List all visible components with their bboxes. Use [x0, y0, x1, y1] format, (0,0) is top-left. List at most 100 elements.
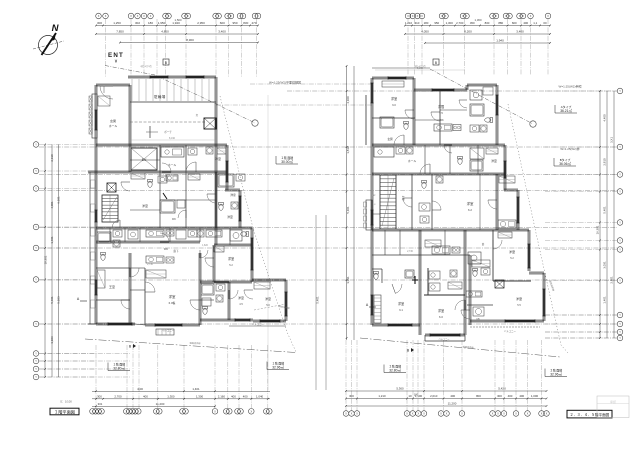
svg-text:X: X: [440, 413, 442, 416]
svg-text:X: X: [412, 413, 414, 416]
svg-text:W=1:25(W2)平面詳細図: W=1:25(W2)平面詳細図: [269, 80, 301, 85]
svg-text:1,210: 1,210: [378, 394, 386, 398]
svg-text:450: 450: [470, 21, 475, 25]
svg-text:Y: Y: [35, 188, 37, 191]
svg-text:3,400: 3,400: [516, 30, 524, 34]
svg-text:4,400: 4,400: [603, 114, 607, 122]
svg-text:6.2: 6.2: [468, 208, 472, 212]
svg-text:Aタイプ: Aタイプ: [561, 104, 572, 109]
svg-text:300: 300: [349, 394, 354, 398]
svg-text:1,940: 1,940: [172, 21, 180, 25]
svg-text:X: X: [417, 15, 419, 18]
svg-text:5.2: 5.2: [510, 256, 514, 260]
svg-text:8,200: 8,200: [464, 30, 472, 34]
svg-text:隣地境界線: 隣地境界線: [278, 304, 290, 310]
svg-text:1,360: 1,360: [475, 18, 482, 22]
svg-text:5.0: 5.0: [266, 303, 270, 307]
svg-text:S：1/100: S：1/100: [60, 400, 72, 404]
svg-text:X: X: [441, 15, 443, 18]
svg-text:１階平面図: １階平面図: [54, 408, 75, 415]
svg-text:X: X: [497, 413, 499, 416]
svg-text:X: X: [158, 410, 160, 413]
svg-text:600: 600: [220, 21, 225, 25]
svg-text:1,300: 1,300: [446, 21, 454, 25]
svg-text:Y: Y: [35, 376, 37, 379]
svg-text:400: 400: [519, 394, 524, 398]
svg-text:B: B: [165, 61, 167, 65]
svg-text:36.21㎡: 36.21㎡: [560, 108, 572, 113]
svg-text:X: X: [184, 15, 186, 18]
svg-text:301: 301: [98, 402, 103, 406]
svg-text:∨: ∨: [114, 59, 118, 65]
svg-text:32.80㎡: 32.80㎡: [113, 365, 125, 370]
svg-text:1,100: 1,100: [415, 394, 423, 398]
svg-text:X: X: [187, 15, 189, 18]
svg-text:Y: Y: [619, 146, 621, 149]
svg-text:X: X: [421, 15, 423, 18]
svg-text:6.0: 6.0: [439, 315, 443, 319]
svg-text:600: 600: [512, 21, 517, 25]
svg-text:8,190: 8,190: [169, 137, 176, 140]
svg-text:Bタイプ: Bタイプ: [560, 157, 571, 162]
svg-text:4,00: 4,00: [137, 387, 143, 391]
svg-text:Y: Y: [619, 90, 621, 93]
svg-text:２階 面積: ２階 面積: [550, 368, 562, 373]
svg-text:2,160: 2,160: [218, 395, 226, 399]
svg-text:玄関: 玄関: [387, 137, 393, 141]
svg-text:6.0: 6.0: [392, 103, 396, 107]
svg-text:玄関: 玄関: [110, 118, 116, 123]
svg-text:2,700: 2,700: [114, 395, 122, 399]
svg-text:X: X: [541, 413, 543, 416]
svg-text:4段×4が3台: 4段×4が3台: [140, 64, 152, 68]
svg-text:1,210: 1,210: [405, 21, 413, 25]
svg-text:1,1: 1,1: [533, 21, 537, 25]
svg-text:１階 面積: １階 面積: [113, 362, 125, 367]
svg-text:7.5: 7.5: [439, 111, 443, 115]
svg-text:1,250: 1,250: [113, 21, 121, 25]
svg-text:B: B: [407, 349, 410, 353]
svg-text:4,050: 4,050: [421, 30, 429, 34]
svg-text:1,820: 1,820: [202, 245, 208, 247]
svg-text:3,X1: 3,X1: [610, 137, 614, 143]
svg-text:隣地境界線: 隣地境界線: [548, 280, 556, 292]
svg-text:X: X: [461, 413, 463, 416]
svg-text:廊下: 廊下: [401, 195, 405, 200]
svg-text:5,401: 5,401: [603, 206, 607, 214]
svg-text:X: X: [417, 413, 419, 416]
svg-text:廊下: 廊下: [173, 249, 179, 253]
svg-text:Y: Y: [619, 323, 621, 326]
svg-text:4,100: 4,100: [346, 96, 350, 104]
svg-text:Y: Y: [619, 240, 621, 243]
svg-text:470: 470: [251, 21, 256, 25]
svg-text:32.96㎡: 32.96㎡: [272, 364, 284, 369]
svg-text:X: X: [407, 15, 409, 18]
svg-text:バルコニー: バルコニー: [162, 329, 175, 333]
svg-text:W=1.25(W2)参: W=1.25(W2)参: [560, 146, 579, 151]
svg-text:道路境界線: 道路境界線: [189, 341, 201, 346]
svg-text:2,401: 2,401: [610, 276, 614, 284]
svg-text:ホール: ホール: [408, 159, 417, 163]
svg-text:浴: 浴: [482, 242, 485, 246]
svg-text:洋室: 洋室: [265, 296, 271, 301]
svg-text:18,301: 18,301: [44, 255, 48, 264]
svg-text:1,300: 1,300: [167, 395, 175, 399]
svg-text:Y: Y: [619, 331, 621, 334]
svg-text:2,730: 2,730: [147, 264, 153, 266]
svg-text:300: 300: [97, 21, 102, 25]
svg-text:洋室: 洋室: [491, 158, 497, 163]
svg-text:X: X: [228, 410, 230, 413]
svg-text:X: X: [227, 15, 229, 18]
svg-text:UP: UP: [372, 195, 376, 197]
svg-text:300: 300: [497, 394, 502, 398]
svg-text:ホール: ホール: [168, 163, 177, 167]
svg-text:16,301: 16,301: [596, 225, 600, 234]
svg-text:バルコニー: バルコニー: [252, 323, 265, 326]
svg-text:Y: Y: [619, 337, 621, 340]
svg-text:Y: Y: [35, 144, 37, 147]
svg-text:A: A: [366, 303, 369, 307]
svg-text:洋室: 洋室: [227, 214, 233, 219]
svg-text:400: 400: [231, 395, 236, 399]
svg-text:1,810: 1,810: [346, 146, 350, 154]
svg-text:X: X: [527, 413, 529, 416]
svg-text:880: 880: [498, 21, 503, 25]
